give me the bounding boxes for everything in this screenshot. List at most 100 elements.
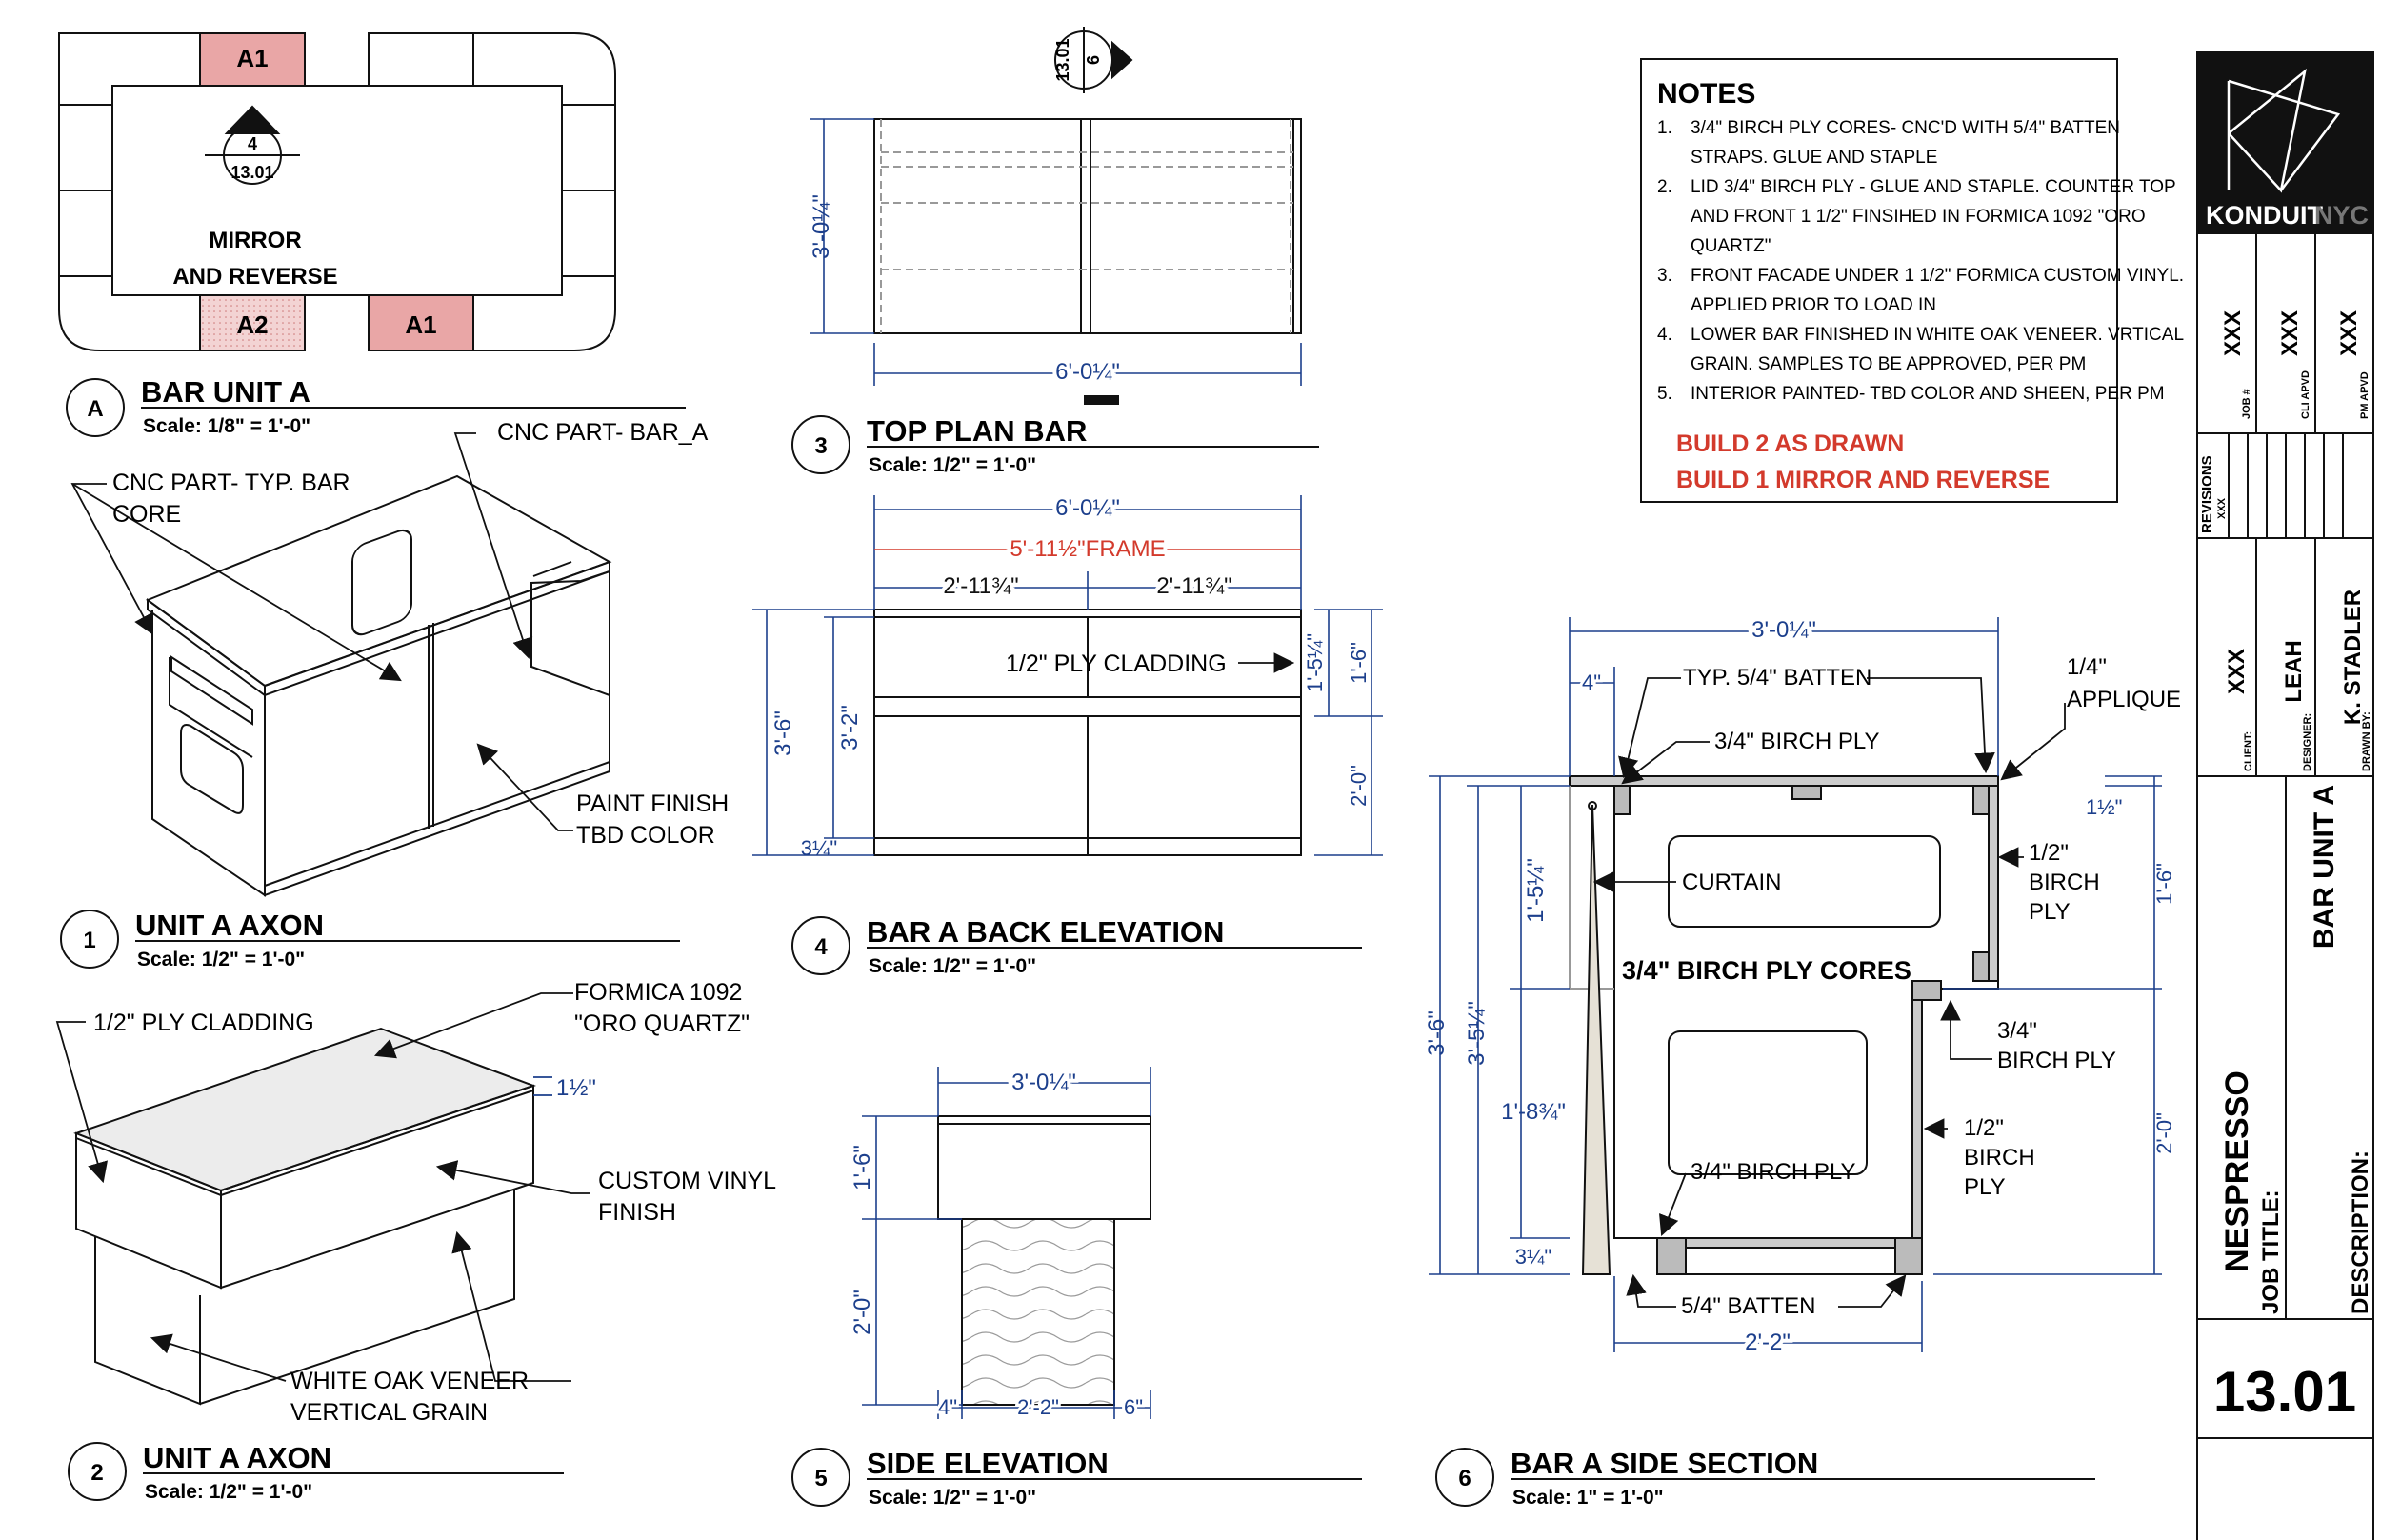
- svg-text:UNIT A AXON: UNIT A AXON: [135, 909, 324, 942]
- section-label-ply-upper: PLY: [2029, 899, 2071, 925]
- side-elev-drawing: [937, 1115, 1151, 1406]
- back-elev-dim-half-right: 2'-11¾": [1156, 573, 1231, 599]
- side-elev-dim-depth: 3'-0¼": [1011, 1070, 1076, 1095]
- back-elev-dim-upper-rt2: 1'-6": [1347, 642, 1371, 684]
- side-elev-dim-lower: 2'-0": [850, 1290, 875, 1335]
- back-elev-dim-frame-h: 3'-2": [837, 705, 863, 750]
- svg-text:LID 3/4" BIRCH PLY - GLUE AND: LID 3/4" BIRCH PLY - GLUE AND STAPLE. CO…: [1691, 177, 2176, 197]
- konduit-logo: [2227, 68, 2341, 193]
- view-title-5: 5 SIDE ELEVATION Scale: 1/2" = 1'-0": [791, 1447, 1362, 1509]
- svg-text:2: 2: [90, 1460, 103, 1486]
- tb-job-no-label: JOB #: [2241, 389, 2252, 419]
- tb-designer-label: DESIGNER:: [2302, 713, 2313, 771]
- view-title-4: 4 BAR A BACK ELEVATION Scale: 1/2" = 1'-…: [791, 915, 1362, 977]
- section-dim-total-h: 3'-6": [1424, 1010, 1450, 1056]
- section-dim-lower-h: 1'-8¾": [1501, 1099, 1566, 1125]
- tb-revisions-label: REVISIONS: [2199, 455, 2215, 533]
- svg-text:3.: 3.: [1657, 266, 1672, 286]
- notes-box: [1640, 58, 2118, 503]
- tb-description: BAR UNIT A: [2309, 785, 2340, 949]
- svg-text:4: 4: [814, 934, 828, 960]
- svg-text:Scale: 1/2" = 1'-0": Scale: 1/2" = 1'-0": [145, 1481, 312, 1503]
- tb-pm-apvd-label: PM APVD: [2359, 371, 2371, 419]
- company-name: KONDUIT: [2206, 201, 2323, 230]
- axon-1-label-cnc-bar: CNC PART- BAR_A: [497, 419, 709, 446]
- svg-text:QUARTZ": QUARTZ": [1691, 236, 1771, 256]
- svg-text:2.: 2.: [1657, 177, 1672, 197]
- svg-text:Scale: 1/2" = 1'-0": Scale: 1/2" = 1'-0": [869, 955, 1036, 977]
- side-section-leaders: [1592, 677, 2066, 1308]
- plan-a-unit-a1-right: [368, 294, 474, 351]
- view-title-1: 1 UNIT A AXON Scale: 1/2" = 1'-0": [60, 909, 680, 970]
- plan-a-section-callout: [205, 105, 300, 185]
- back-elev-dim-upper-rt: 1'-5¼": [1303, 633, 1327, 692]
- view-title-a: A BAR UNIT A Scale: 1/8" = 1'-0": [66, 375, 686, 437]
- svg-text:AND FRONT 1 1/2" FINSIHED IN F: AND FRONT 1 1/2" FINSIHED IN FORMICA 109…: [1691, 207, 2146, 227]
- plan-a-unit-a1-top: [199, 32, 306, 87]
- svg-text:3/4" BIRCH PLY CORES- CNC'D WI: 3/4" BIRCH PLY CORES- CNC'D WITH 5/4" BA…: [1691, 118, 2120, 138]
- back-elev-dim-half-left: 2'-11¾": [943, 573, 1018, 599]
- section-label-applique: 1/4": [2067, 654, 2107, 680]
- axon-2-label-vinyl: CUSTOM VINYL: [598, 1168, 776, 1194]
- notes-list: 1. 3/4" BIRCH PLY CORES- CNC'D WITH 5/4"…: [1657, 118, 2184, 404]
- svg-text:A: A: [87, 396, 103, 422]
- axon-2-label-cladding: 1/2" PLY CLADDING: [93, 1010, 314, 1036]
- tb-drawn-by: K. STADLER: [2340, 590, 2366, 725]
- side-section-drawing: [1569, 775, 1999, 1275]
- axon-2-label-oak: VERTICAL GRAIN: [290, 1399, 488, 1426]
- section-label-cores: 3/4" BIRCH PLY CORES: [1622, 956, 1911, 985]
- plan-a-unit-label: A2: [236, 310, 268, 339]
- section-dim-offset: 4": [1582, 670, 1601, 694]
- svg-text:Scale: 1" = 1'-0": Scale: 1" = 1'-0": [1512, 1487, 1664, 1509]
- section-dim-inner-h: 3'-5¼": [1464, 1001, 1490, 1066]
- back-elev-dim-lower-rt: 2'-0": [1347, 765, 1371, 807]
- side-section-dimensions: [1429, 617, 2162, 1352]
- top-plan-dim-width: 6'-0¼": [1055, 359, 1120, 385]
- view-title-3: 3 TOP PLAN BAR Scale: 1/2" = 1'-0": [791, 414, 1319, 476]
- back-elev-drawing: [873, 609, 1302, 856]
- title-block: [2196, 51, 2374, 1540]
- back-elev-dim-total-h: 3'-6": [770, 710, 796, 756]
- svg-text:APPLIED PRIOR TO LOAD IN: APPLIED PRIOR TO LOAD IN: [1691, 295, 1936, 315]
- axon-1-label-cnc-core: CORE: [112, 501, 181, 528]
- axon-2-label-vinyl: FINISH: [598, 1199, 676, 1226]
- top-plan-dimensions: [810, 118, 1302, 386]
- svg-text:1: 1: [83, 928, 95, 953]
- side-elev-dim-left-off: 4": [938, 1395, 957, 1419]
- side-elev-dim-upper: 1'-6": [850, 1145, 875, 1190]
- svg-text:4.: 4.: [1657, 325, 1672, 345]
- svg-text:5: 5: [814, 1466, 827, 1491]
- svg-text:UNIT A AXON: UNIT A AXON: [143, 1441, 331, 1474]
- plan-a-note: MIRROR: [209, 228, 301, 253]
- notes-build-line: BUILD 2 AS DRAWN: [1676, 430, 1904, 457]
- section-label-birch-mid: 3/4": [1997, 1018, 2037, 1044]
- back-elev-dim-width: 6'-0¼": [1055, 495, 1120, 521]
- svg-text:LOWER BAR FINISHED IN WHITE OA: LOWER BAR FINISHED IN WHITE OAK VENEER. …: [1691, 325, 2184, 345]
- svg-text:BAR UNIT A: BAR UNIT A: [141, 375, 310, 409]
- section-dim-depth: 3'-0¼": [1751, 617, 1816, 643]
- section-label-ply-lower: PLY: [1964, 1174, 2006, 1200]
- svg-text:3: 3: [814, 433, 827, 459]
- svg-text:GRAIN. SAMPLES TO BE APPROVED: GRAIN. SAMPLES TO BE APPROVED, PER PM: [1691, 354, 2086, 374]
- side-elev-dim-base: 2'-2": [1017, 1395, 1059, 1419]
- side-elev-dim-right-off: 6": [1124, 1395, 1143, 1419]
- tb-sheet-number: 13.01: [2213, 1360, 2356, 1424]
- svg-text:BAR A SIDE SECTION: BAR A SIDE SECTION: [1511, 1447, 1818, 1480]
- axon-1-label-paint: TBD COLOR: [576, 822, 715, 849]
- top-plan-callout-sheet: 13.01: [1053, 38, 1072, 81]
- view-title-6: 6 BAR A SIDE SECTION Scale: 1" = 1'-0": [1435, 1447, 2095, 1509]
- svg-text:INTERIOR PAINTED- TBD COLOR AN: INTERIOR PAINTED- TBD COLOR AND SHEEN, P…: [1691, 384, 2165, 404]
- svg-text:BAR A BACK ELEVATION: BAR A BACK ELEVATION: [867, 915, 1224, 949]
- svg-text:TOP PLAN BAR: TOP PLAN BAR: [867, 414, 1087, 448]
- top-plan-callout: [1054, 27, 1133, 93]
- tb-pm-apvd: XXX: [2336, 310, 2362, 356]
- tb-cli-apvd-label: CLI APVD: [2300, 370, 2311, 419]
- section-label-birch-top: 3/4" BIRCH PLY: [1714, 729, 1879, 754]
- section-label-curtain: CURTAIN: [1682, 870, 1781, 895]
- axon-2-label-oak: WHITE OAK VENEER: [290, 1368, 529, 1394]
- company-city: NYC: [2314, 201, 2369, 230]
- tb-description-label: DESCRIPTION:: [2348, 1150, 2373, 1314]
- tb-job-no: XXX: [2220, 310, 2246, 356]
- axon-2-leaders: [55, 992, 590, 1382]
- section-dim-right-upper: 1'-6": [2152, 863, 2176, 905]
